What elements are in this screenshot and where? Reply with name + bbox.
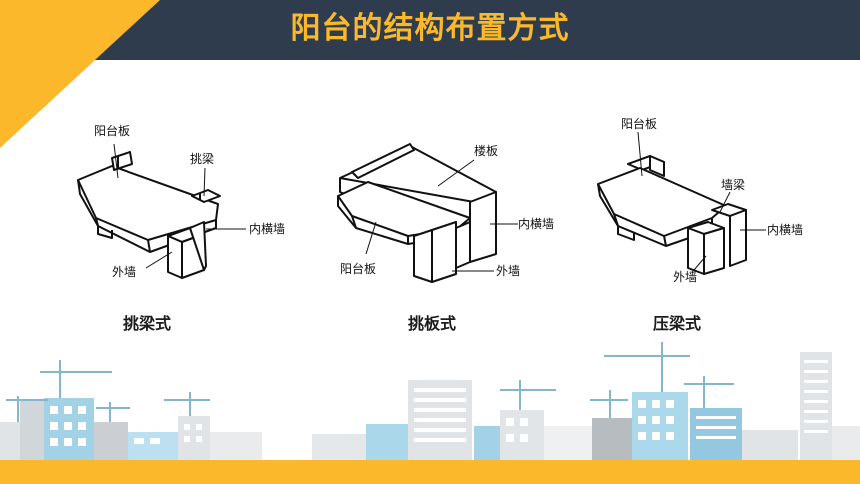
label-cantilever-beam: 挑梁 <box>190 152 215 166</box>
label-wall-beam: 墙梁 <box>721 178 746 192</box>
city-skyline <box>0 342 860 460</box>
label-balcony-slab-3: 阳台板 <box>621 117 658 131</box>
page-title: 阳台的结构布置方式 <box>290 11 570 46</box>
title-corner <box>0 0 160 60</box>
label-inner-wall-1: 内横墙 <box>249 222 286 236</box>
label-inner-wall-3: 内横墙 <box>767 223 804 237</box>
label-inner-wall-2: 内横墙 <box>518 217 555 231</box>
bottom-band <box>0 460 860 484</box>
caption-cantilever-slab: 挑板式 <box>408 314 457 333</box>
caption-pressed-beam: 压梁式 <box>653 314 702 333</box>
label-outer-wall-1: 外墙 <box>112 265 137 279</box>
label-floor-slab: 楼板 <box>474 144 499 158</box>
label-outer-wall-2: 外墙 <box>496 264 521 278</box>
caption-cantilever-beam: 挑梁式 <box>123 314 172 333</box>
label-outer-wall-3: 外墙 <box>673 270 698 284</box>
label-balcony-slab-2: 阳台板 <box>340 262 377 276</box>
label-balcony-slab-1: 阳台板 <box>94 124 131 138</box>
